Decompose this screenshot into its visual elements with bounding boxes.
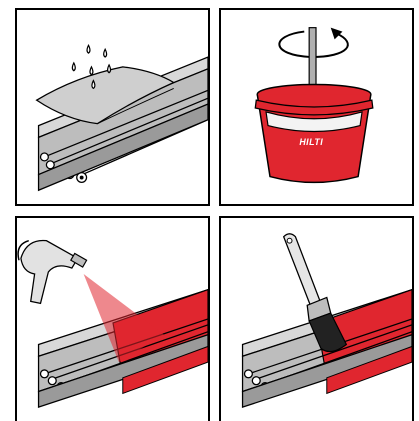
clean-cables-illustration — [17, 10, 208, 204]
stir-bucket-panel: HILTI — [219, 8, 414, 206]
brush-apply-illustration — [221, 218, 412, 421]
bucket-brand-label: HILTI — [299, 137, 323, 147]
spray-gun-icon — [18, 240, 87, 303]
brush-apply-panel — [219, 216, 414, 421]
spray-apply-illustration — [17, 218, 208, 421]
bucket-icon: HILTI — [255, 84, 373, 182]
clean-cables-panel — [15, 8, 210, 206]
spray-apply-panel — [15, 216, 210, 421]
stir-bucket-illustration: HILTI — [221, 10, 412, 204]
